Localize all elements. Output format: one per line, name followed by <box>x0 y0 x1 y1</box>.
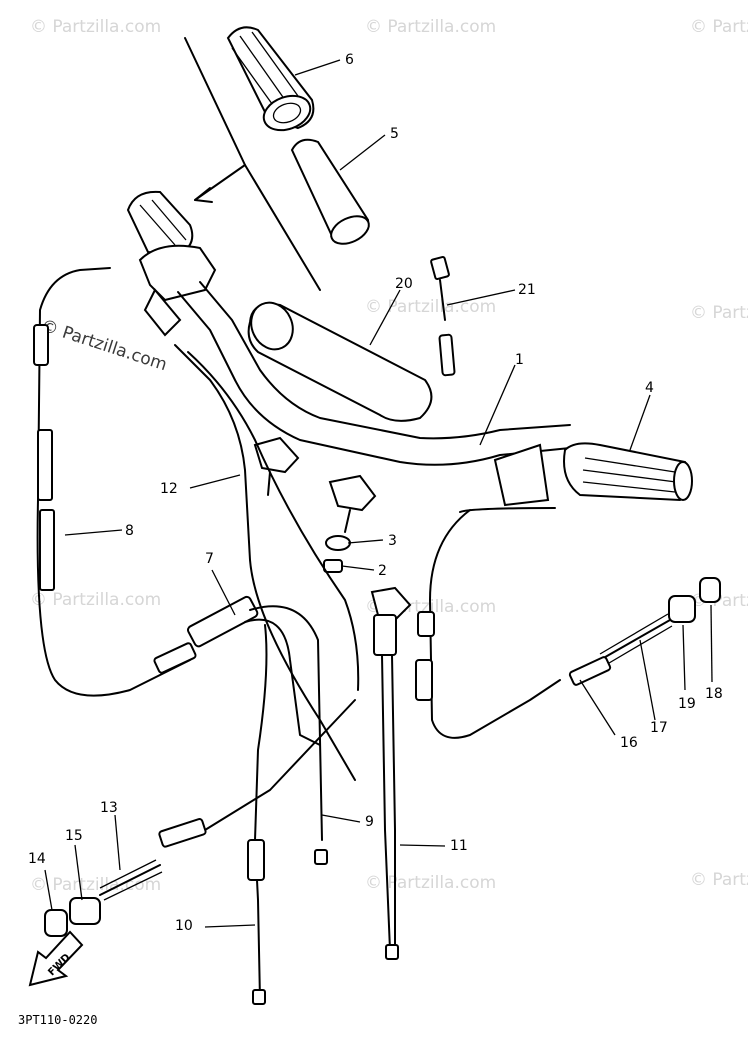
callout-2: 2 <box>378 563 387 579</box>
diagram-code: 3PT110-0220 <box>18 1013 97 1027</box>
cable-11 <box>370 586 412 960</box>
forward-direction-arrow: FWD <box>28 930 84 987</box>
clutch-cable-8 <box>33 267 197 697</box>
watermark: © Partzilla.com <box>30 17 161 37</box>
grip-6 <box>226 26 315 132</box>
callout-9: 9 <box>365 814 374 830</box>
watermark: © Partzilla.com <box>365 297 496 317</box>
throttle-cable-16 <box>415 507 561 739</box>
callout-4: 4 <box>645 380 654 396</box>
adjuster-17-19-18 <box>568 577 721 686</box>
callout-17: 17 <box>650 720 668 736</box>
callout-18: 18 <box>705 686 723 702</box>
washers <box>323 535 351 573</box>
callout-11: 11 <box>450 838 468 854</box>
watermark: © Partzilla.com <box>690 870 748 890</box>
callout-3: 3 <box>388 533 397 549</box>
watermark: © Partzilla.com <box>365 17 496 37</box>
callout-6: 6 <box>345 52 354 68</box>
strap-21 <box>430 255 456 377</box>
watermark: © Partzilla.com <box>38 316 169 376</box>
adjuster-13-15-14 <box>44 699 356 937</box>
watermark: © Partzilla.com <box>365 873 496 893</box>
left-grip-assembly <box>126 190 217 337</box>
callout-14: 14 <box>28 851 46 867</box>
throttle-grip-4 <box>563 442 693 502</box>
watermark: © Partzilla.com <box>30 590 161 610</box>
callout-19: 19 <box>678 696 696 712</box>
handlebar-pad-20 <box>247 301 433 422</box>
callout-16: 16 <box>620 735 638 751</box>
callout-20: 20 <box>395 276 413 292</box>
callout-15: 15 <box>65 828 83 844</box>
callout-21: 21 <box>518 282 536 298</box>
watermark: © Partzilla.com <box>690 17 748 37</box>
callout-12: 12 <box>160 481 178 497</box>
watermark: © Partzilla.com <box>30 875 161 895</box>
collar-5 <box>290 138 370 245</box>
leader-lines <box>44 59 713 928</box>
callout-8: 8 <box>125 523 134 539</box>
callout-10: 10 <box>175 918 193 934</box>
cable-12 <box>174 344 360 781</box>
callout-7: 7 <box>205 551 214 567</box>
throttle-cable-assembly <box>186 595 328 1005</box>
callout-5: 5 <box>390 126 399 142</box>
exploded-view-indicator <box>184 37 321 291</box>
callout-1: 1 <box>515 352 524 368</box>
watermark: © Partzilla.com <box>690 303 748 323</box>
callout-13: 13 <box>100 800 118 816</box>
callout-labels: 6 5 20 21 1 4 3 2 12 8 7 9 11 10 13 15 1… <box>28 52 723 934</box>
